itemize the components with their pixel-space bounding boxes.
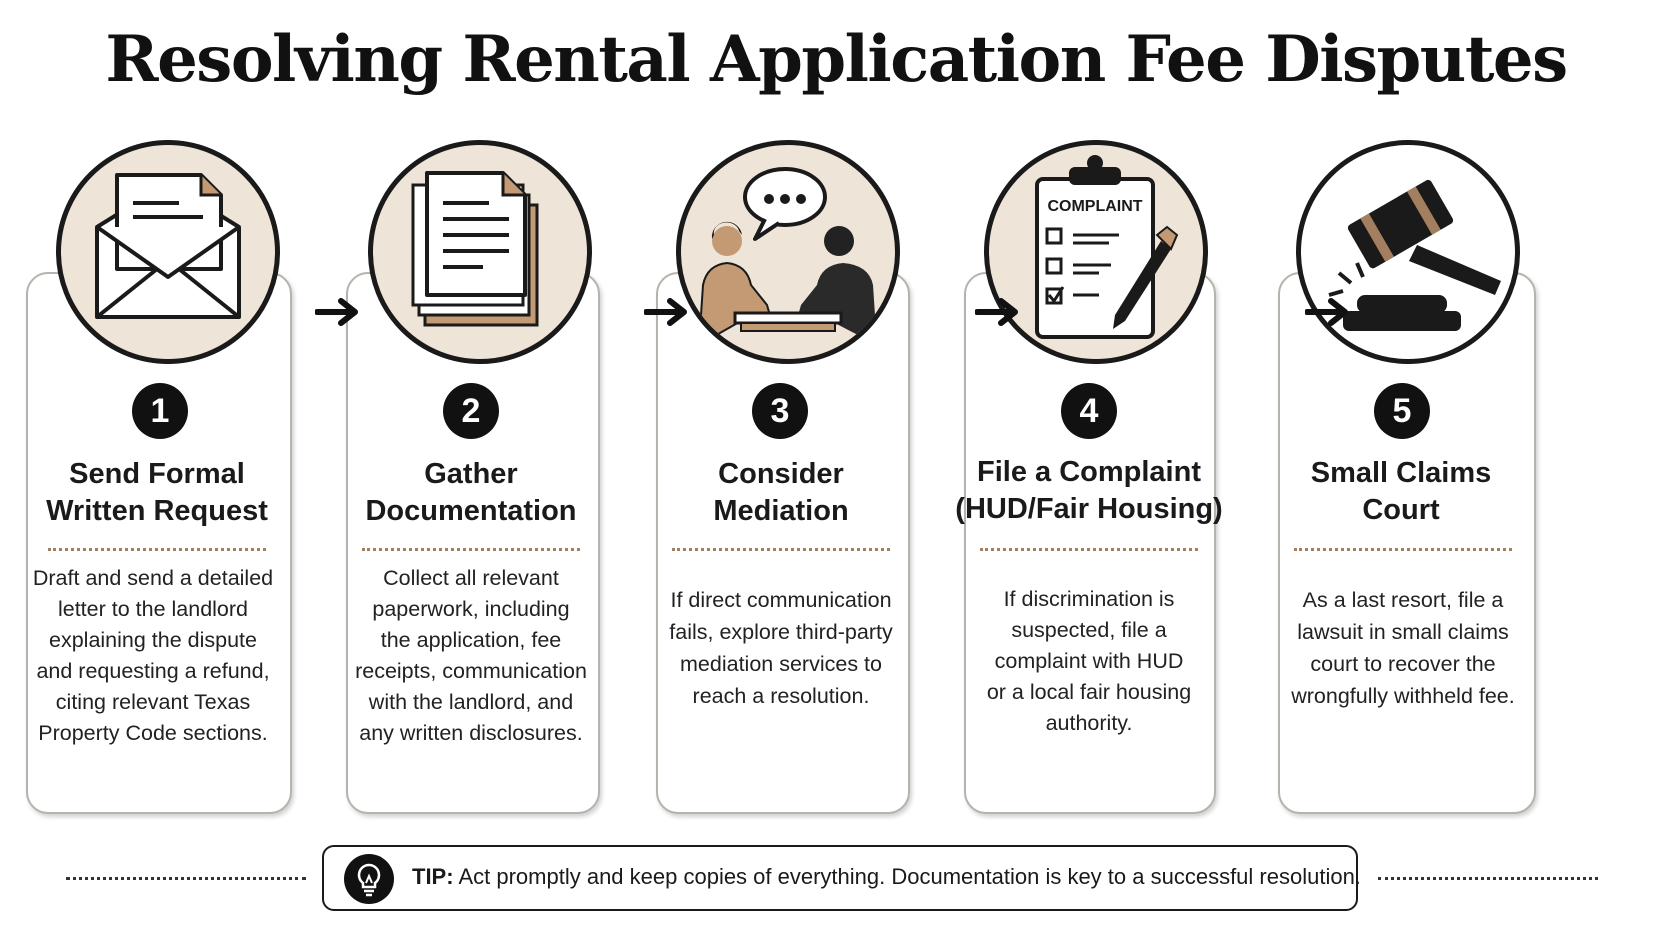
lightbulb-icon bbox=[344, 854, 394, 904]
step-description-3: If direct communication fails, explore t… bbox=[669, 588, 893, 708]
step-icon-circle-5 bbox=[1296, 140, 1520, 364]
document-stack-icon bbox=[411, 171, 539, 327]
step-description-4: If discrimination is suspected, file a c… bbox=[986, 587, 1192, 735]
step-icon-circle-4: COMPLAINT bbox=[984, 140, 1208, 364]
step-number-3: 3 bbox=[752, 383, 808, 439]
mediation-people-icon bbox=[697, 167, 877, 347]
arrow-right-icon bbox=[975, 298, 1018, 326]
step-separator-5 bbox=[1294, 548, 1512, 551]
tip-divider-left bbox=[66, 877, 306, 880]
step-number-5: 5 bbox=[1374, 383, 1430, 439]
tip-divider-right bbox=[1378, 877, 1598, 880]
gavel-icon bbox=[1328, 179, 1501, 331]
step-separator-2 bbox=[362, 548, 580, 551]
step-number-4: 4 bbox=[1061, 383, 1117, 439]
step-separator-1 bbox=[48, 548, 266, 551]
envelope-letter-icon bbox=[95, 173, 241, 319]
tip-label: TIP: bbox=[412, 864, 454, 889]
page-title: Resolving Rental Application Fee Dispute… bbox=[105, 22, 1568, 97]
step-title-1: Send Formal Written Request bbox=[46, 458, 268, 527]
arrow-right-icon bbox=[644, 298, 687, 326]
arrow-right-icon bbox=[315, 298, 358, 326]
step-description-5: As a last resort, file a lawsuit in smal… bbox=[1291, 588, 1515, 708]
step-icon-circle-3 bbox=[676, 140, 900, 364]
tip-box: TIP: Act promptly and keep copies of eve… bbox=[322, 845, 1361, 911]
tip-message: Act promptly and keep copies of everythi… bbox=[453, 864, 1361, 889]
step-number-1: 1 bbox=[132, 383, 188, 439]
clipboard-complaint-icon: COMPLAINT bbox=[1035, 155, 1179, 339]
step-title-2: Gather Documentation bbox=[365, 458, 577, 527]
step-title-5: Small Claims Court bbox=[1310, 457, 1492, 526]
step-icon-circle-1 bbox=[56, 140, 280, 364]
tip-text: TIP: Act promptly and keep copies of eve… bbox=[412, 864, 1361, 890]
step-description-1: Draft and send a detailed letter to the … bbox=[32, 566, 274, 745]
step-icon-circle-2 bbox=[368, 140, 592, 364]
step-separator-3 bbox=[672, 548, 890, 551]
arrow-right-icon bbox=[1305, 298, 1348, 326]
step-separator-4 bbox=[980, 548, 1198, 551]
step-number-2: 2 bbox=[443, 383, 499, 439]
step-title-3: Consider Mediation bbox=[713, 458, 849, 527]
step-title-4: File a Complaint (HUD/Fair Housing) bbox=[955, 456, 1223, 525]
clipboard-complaint-label: COMPLAINT bbox=[1047, 198, 1142, 215]
step-description-2: Collect all relevant paperwork, includin… bbox=[355, 566, 587, 745]
